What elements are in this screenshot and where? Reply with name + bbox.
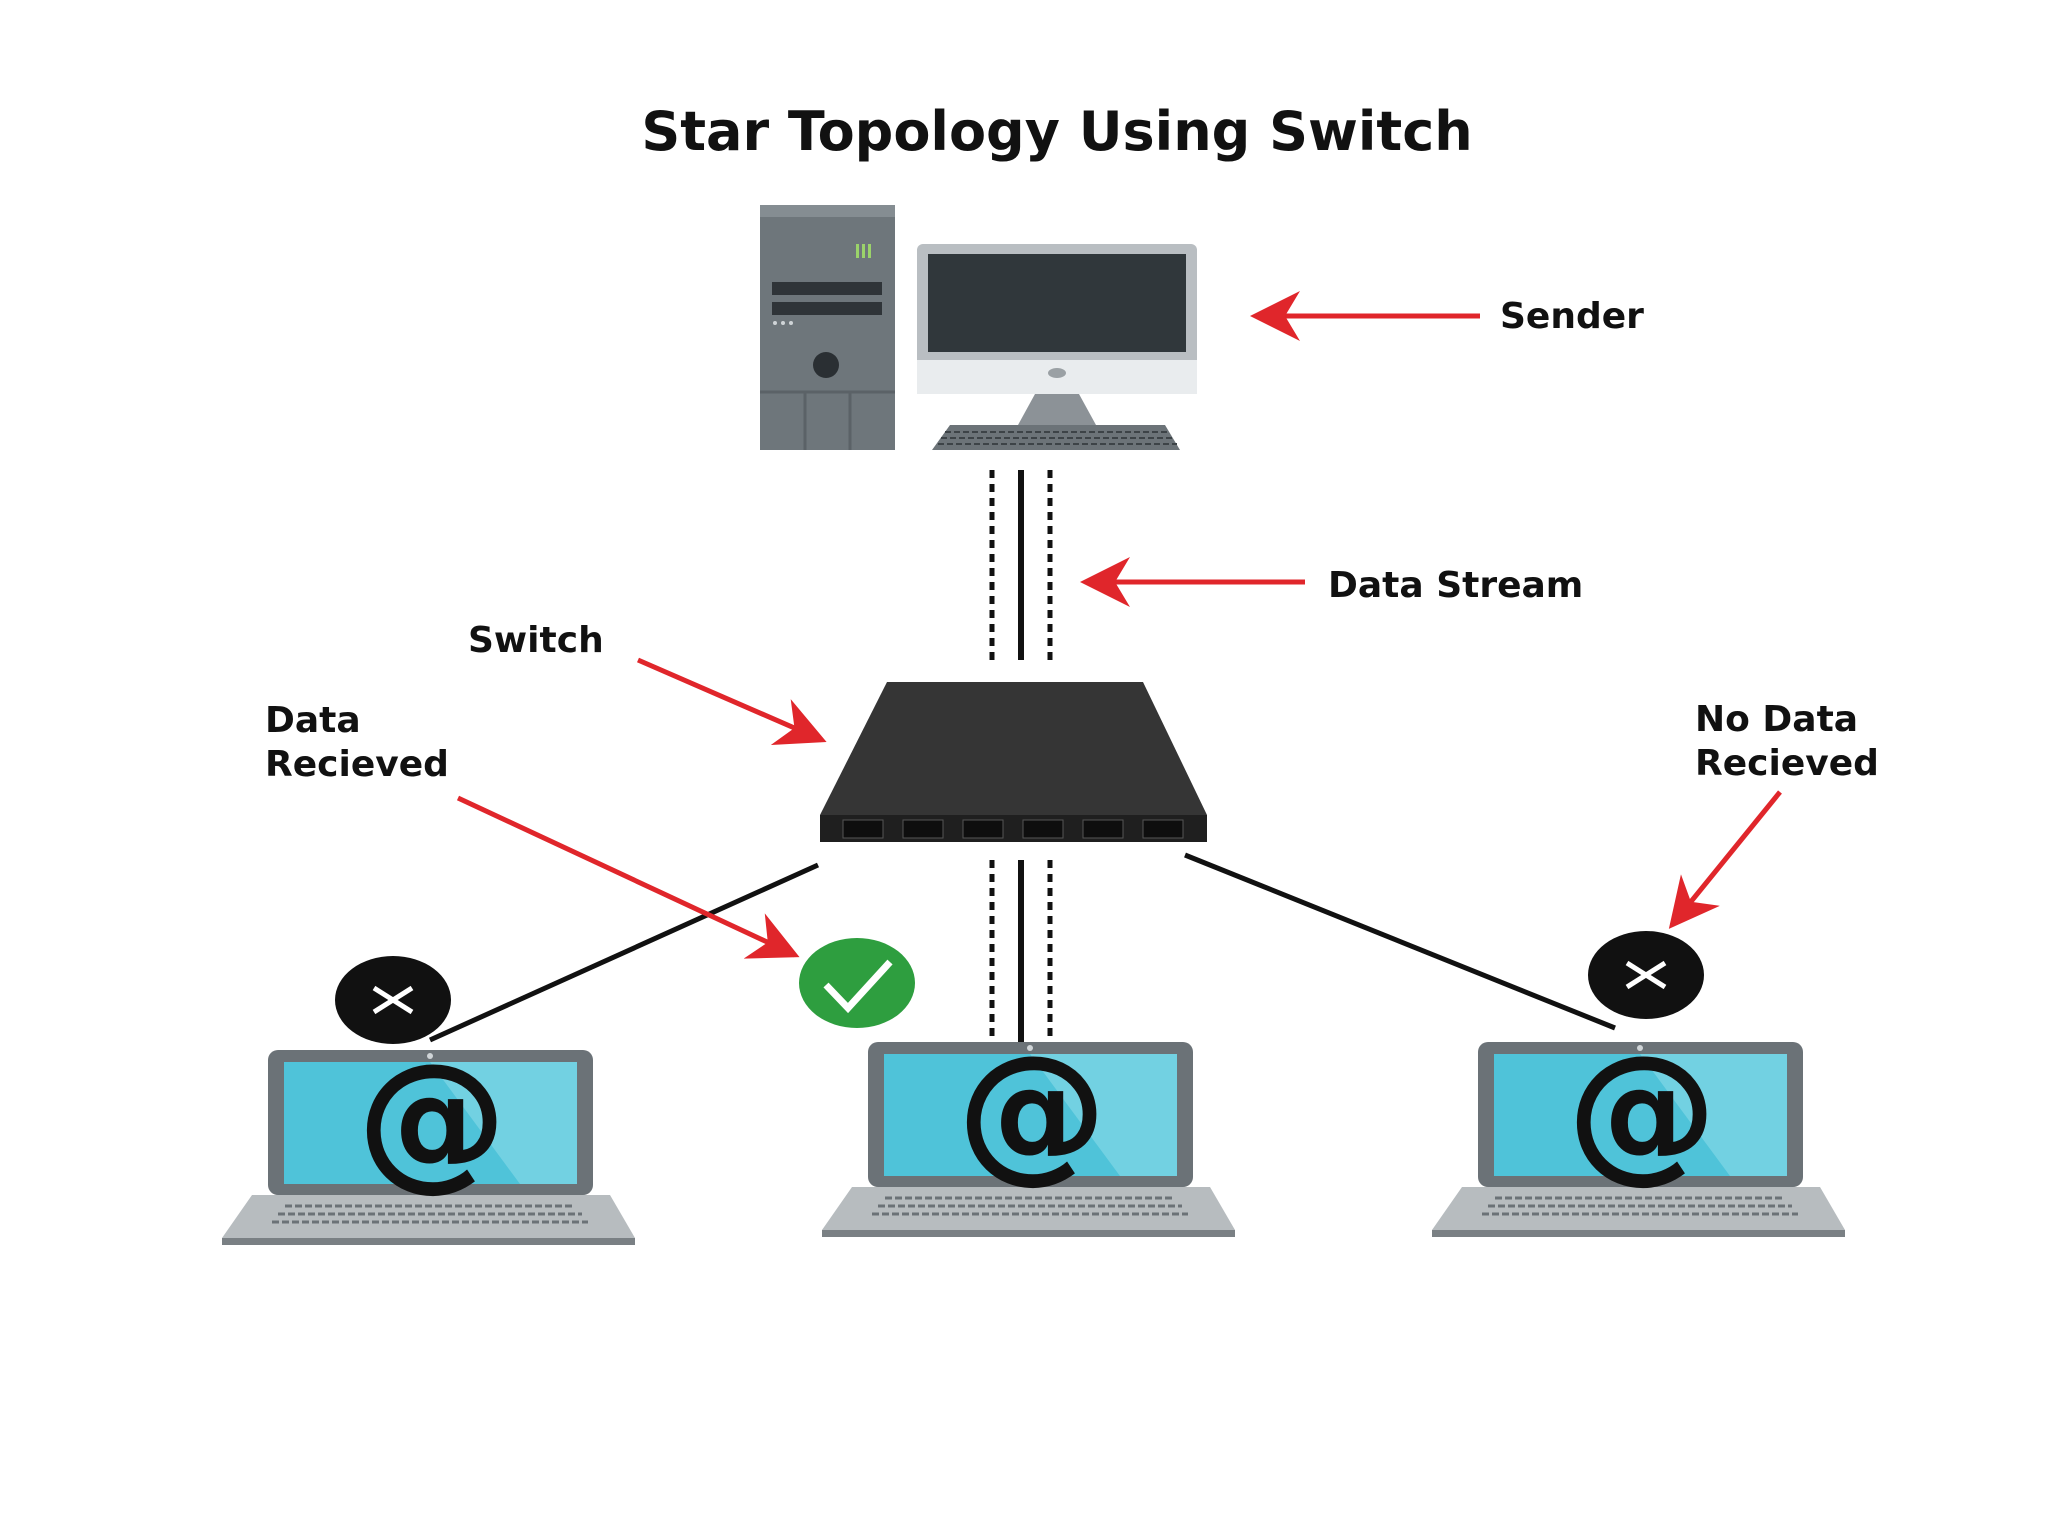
monitor-icon [917, 244, 1197, 450]
at-sign-icon: @ [1567, 1024, 1717, 1198]
no-data-label-line1: No Data [1695, 699, 1858, 740]
sender-label: Sender [1500, 296, 1644, 337]
switch-arrow [637, 657, 827, 745]
cable-left-laptop [428, 862, 820, 1043]
laptop-center: @ [822, 1024, 1235, 1237]
data-received-label-line1: Data [265, 700, 361, 741]
laptop-left: @ [222, 1032, 635, 1245]
cable-right-laptop [1184, 852, 1616, 1031]
no-data-label-line2: Recieved [1695, 743, 1879, 784]
switch-ports [842, 819, 1184, 839]
check-icon [799, 938, 915, 1028]
data-stream-cable-center [989, 860, 1053, 1050]
computer-tower-icon [760, 205, 895, 450]
x-icon [1588, 931, 1704, 1019]
data-received-label-line2: Recieved [265, 744, 449, 785]
data-stream-label: Data Stream [1328, 565, 1583, 606]
diagram-title: Star Topology Using Switch [641, 100, 1472, 163]
switch-label: Switch [468, 620, 604, 661]
at-sign-icon: @ [357, 1032, 507, 1206]
data-received-arrow [456, 795, 800, 959]
no-data-arrow [1668, 790, 1782, 929]
data-stream-cable [989, 470, 1053, 660]
laptop-right: @ [1432, 1024, 1845, 1237]
network-switch [820, 682, 1207, 842]
x-icon [335, 956, 451, 1044]
sender-computer [760, 205, 1197, 450]
at-sign-icon: @ [957, 1024, 1107, 1198]
